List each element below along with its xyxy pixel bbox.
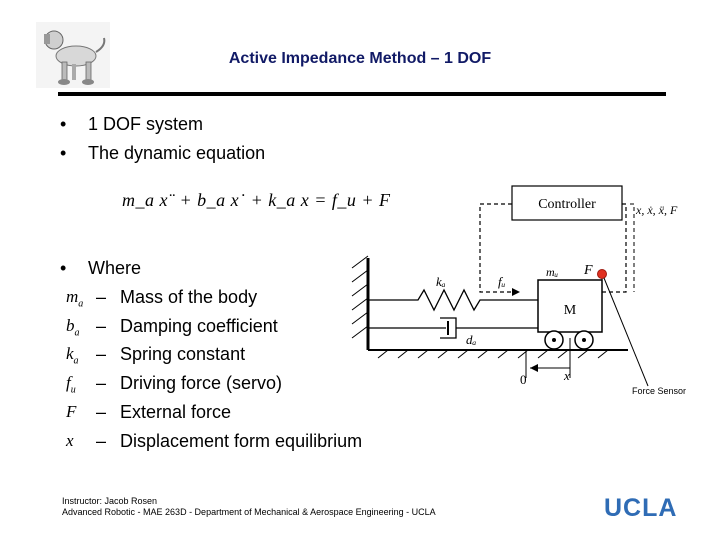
control-signal-line xyxy=(479,203,520,293)
bullet-marker: • xyxy=(60,258,67,278)
bullet-marker: • xyxy=(60,114,67,134)
definition-symbol: ma xyxy=(66,287,84,310)
bullet-text: The dynamic equation xyxy=(88,143,266,163)
mass-label: mᵤ xyxy=(546,265,558,279)
bullet-item: • Where xyxy=(60,258,141,279)
bullet-text: Where xyxy=(88,258,142,278)
controller-box xyxy=(511,185,623,221)
feedback-line xyxy=(602,203,627,293)
dynamic-equation: m_a x¨ + b_a x˙ + k_a x = f_u + F xyxy=(122,190,391,210)
origin-label: 0 xyxy=(520,372,527,387)
definition-dash: – xyxy=(96,402,107,422)
definition-dash: – xyxy=(96,373,107,393)
definition-symbol: ka xyxy=(66,344,79,367)
ucla-logo: UCLA xyxy=(604,494,678,522)
title-divider xyxy=(58,92,666,96)
definition-dash: – xyxy=(96,316,107,336)
bullet-item: • 1 DOF system xyxy=(60,114,203,135)
external-force-label: F xyxy=(583,263,593,278)
definition-text: Damping coefficient xyxy=(120,316,278,336)
spring xyxy=(368,288,538,312)
arrowhead xyxy=(512,288,520,296)
definition-symbol: ba xyxy=(66,316,80,339)
definition-text: External force xyxy=(120,402,232,422)
footer-instructor: Instructor: Jacob Rosen xyxy=(62,496,158,506)
footer-course: Advanced Robotic - MAE 263D - Department… xyxy=(62,507,436,517)
robot-dog-icon xyxy=(36,22,110,88)
damper-label: dₐ xyxy=(466,332,477,347)
bullet-item: • The dynamic equation xyxy=(60,143,265,164)
mass-block xyxy=(537,279,603,333)
definition-row: ba – Damping coefficient xyxy=(66,316,406,344)
spring-label: kₐ xyxy=(436,274,446,289)
force-sensor-dot xyxy=(597,269,607,279)
definition-symbol: fu xyxy=(66,373,76,396)
definition-text: Spring constant xyxy=(120,344,246,364)
force-sensor-label: Force Sensor xyxy=(632,386,687,396)
definition-dash: – xyxy=(96,344,107,364)
controller-label: Controller xyxy=(538,197,596,212)
definition-symbol: x xyxy=(66,431,74,450)
definition-dash: – xyxy=(96,287,107,307)
mass-spring-damper-diagram: Controller x, ẋ, ẍ, F kₐ dₐ fᵤ M mᵤ F xyxy=(351,185,678,387)
sensor-leader-line xyxy=(603,277,649,387)
bullet-text: 1 DOF system xyxy=(88,114,204,134)
x-axis-label: x xyxy=(563,368,570,383)
definition-symbol: F xyxy=(66,402,77,421)
definition-row: ka – Spring constant xyxy=(66,344,406,372)
mass-block-label: M xyxy=(564,303,577,318)
definition-row: ma – Mass of the body xyxy=(66,287,406,315)
slide-title: Active Impedance Method – 1 DOF xyxy=(228,50,492,67)
definition-text: Driving force (servo) xyxy=(120,373,283,393)
definition-row: F – External force xyxy=(66,402,406,430)
footer: Instructor: Jacob Rosen Advanced Robotic… xyxy=(62,496,436,518)
definition-text: Mass of the body xyxy=(120,287,258,307)
definition-row: fu – Driving force (servo) xyxy=(66,373,406,401)
definition-dash: – xyxy=(96,431,107,451)
drive-force-label: fᵤ xyxy=(498,274,506,289)
feedback-line xyxy=(630,203,635,292)
definition-row: x – Displacement form equilibrium xyxy=(66,431,406,459)
feedback-label: x, ẋ, ẍ, F xyxy=(635,203,678,217)
definition-text: Displacement form equilibrium xyxy=(120,431,363,451)
bullet-marker: • xyxy=(60,143,67,163)
